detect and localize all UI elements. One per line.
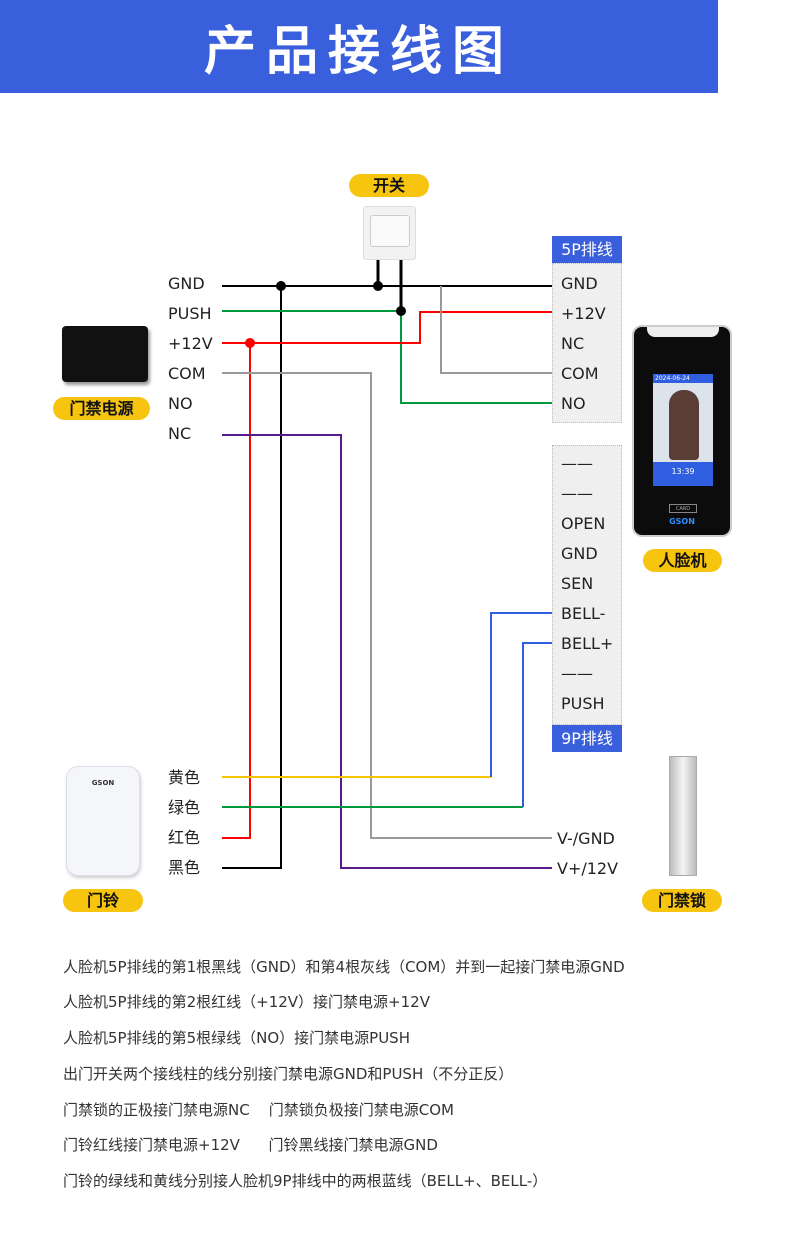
bell-wire-green: 绿色 bbox=[168, 798, 201, 817]
doorbell-image: GSON bbox=[66, 766, 140, 876]
camera-notch bbox=[647, 327, 719, 337]
title-banner: 产品接线图 bbox=[0, 0, 718, 93]
pin-9p: SEN bbox=[561, 574, 594, 593]
power-terminal-no: NO bbox=[168, 394, 193, 413]
pin-9p: BELL- bbox=[561, 604, 606, 623]
wire-com-5p bbox=[440, 286, 552, 374]
pin-5p: NC bbox=[561, 334, 585, 353]
junction-dot bbox=[245, 338, 255, 348]
pin-5p: COM bbox=[561, 364, 599, 383]
bell-wire-yellow: 黄色 bbox=[168, 768, 201, 787]
power-terminal-push: PUSH bbox=[168, 304, 212, 323]
junction-dot bbox=[396, 306, 406, 316]
pin-9p: GND bbox=[561, 544, 598, 563]
pin-5p: NO bbox=[561, 394, 586, 413]
switch-label: 开关 bbox=[349, 174, 429, 197]
face-photo bbox=[669, 390, 699, 460]
wire-12v bbox=[222, 311, 552, 344]
pin-9p: —— bbox=[561, 454, 593, 473]
bell-label: 门铃 bbox=[63, 889, 143, 912]
magnetic-lock-image bbox=[669, 756, 697, 876]
note-line: 人脸机5P排线的第5根绿线（NO）接门禁电源PUSH bbox=[63, 1029, 410, 1047]
note-line: 门铃的绿线和黄线分别接人脸机9P排线中的两根蓝线（BELL+、BELL-） bbox=[63, 1172, 548, 1190]
power-terminal-12v: +12V bbox=[168, 334, 213, 353]
cable-9p-title: 9P排线 bbox=[552, 725, 622, 752]
pin-5p: GND bbox=[561, 274, 598, 293]
bell-wire-black: 黑色 bbox=[168, 858, 201, 877]
face-brand: GSON bbox=[669, 517, 695, 526]
note-line: 出门开关两个接线柱的线分别接门禁电源GND和PUSH（不分正反） bbox=[63, 1065, 514, 1083]
lock-terminal-gnd: V-/GND bbox=[557, 829, 615, 848]
power-label: 门禁电源 bbox=[53, 397, 150, 420]
power-terminal-gnd: GND bbox=[168, 274, 205, 293]
note-line: 门铃红线接门禁电源+12V 门铃黑线接门禁电源GND bbox=[63, 1136, 438, 1154]
wire-nc-lock bbox=[222, 434, 552, 869]
wire-bell-minus bbox=[490, 612, 552, 777]
face-screen: 2024-06-24 13:39 bbox=[653, 374, 713, 486]
pin-9p: OPEN bbox=[561, 514, 606, 533]
cable-9p-panel bbox=[552, 445, 622, 725]
power-terminal-nc: NC bbox=[168, 424, 192, 443]
pin-9p: —— bbox=[561, 484, 593, 503]
pin-9p: BELL+ bbox=[561, 634, 614, 653]
lock-terminal-12v: V+/12V bbox=[557, 859, 619, 878]
wire-com-lock bbox=[222, 372, 552, 839]
screen-time: 13:39 bbox=[653, 462, 713, 486]
page-title: 产品接线图 bbox=[203, 22, 514, 82]
face-label: 人脸机 bbox=[643, 549, 722, 572]
bell-brand: GSON bbox=[91, 779, 115, 787]
face-device-image: 2024-06-24 13:39 CARD GSON bbox=[632, 325, 732, 537]
pin-9p: PUSH bbox=[561, 694, 605, 713]
junction-dot bbox=[373, 281, 383, 291]
wire-bell-plus bbox=[522, 642, 552, 807]
pin-9p: —— bbox=[561, 664, 593, 683]
bell-wire-red: 红色 bbox=[168, 828, 201, 847]
note-line: 人脸机5P排线的第1根黑线（GND）和第4根灰线（COM）并到一起接门禁电源GN… bbox=[63, 958, 625, 976]
card-reader-icon: CARD bbox=[669, 504, 697, 513]
note-line: 门禁锁的正极接门禁电源NC 门禁锁负极接门禁电源COM bbox=[63, 1101, 454, 1119]
wire-red-bell bbox=[222, 343, 251, 839]
power-terminal-com: COM bbox=[168, 364, 206, 383]
cable-5p-title: 5P排线 bbox=[552, 236, 622, 263]
pin-5p: +12V bbox=[561, 304, 606, 323]
power-supply-image bbox=[62, 326, 148, 382]
lock-label: 门禁锁 bbox=[642, 889, 722, 912]
wire-black-bell bbox=[222, 286, 282, 869]
junction-dot bbox=[276, 281, 286, 291]
cable-5p-panel bbox=[552, 263, 622, 423]
wire-no bbox=[400, 311, 552, 404]
key-icon bbox=[370, 215, 410, 247]
note-line: 人脸机5P排线的第2根红线（+12V）接门禁电源+12V bbox=[63, 993, 430, 1011]
screen-date: 2024-06-24 bbox=[653, 374, 713, 383]
exit-switch-image bbox=[363, 206, 416, 260]
